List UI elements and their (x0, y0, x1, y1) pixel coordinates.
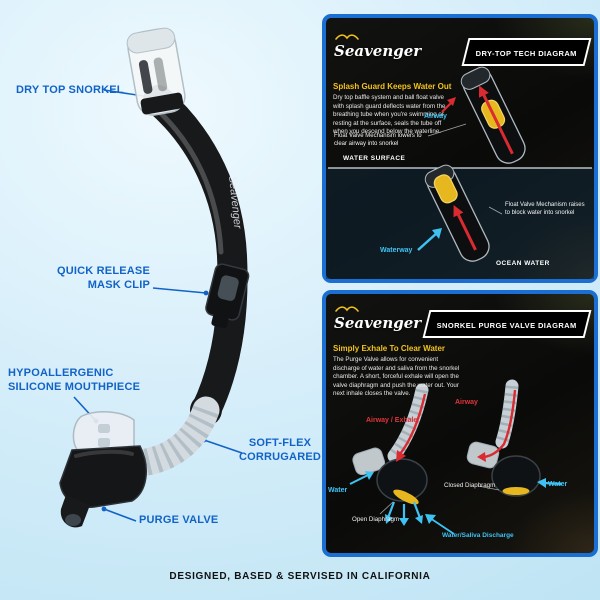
callout-soft-flex-line1: SOFT-FLEX (248, 437, 312, 449)
open-diaphragm-label: Open Diaphragm (352, 516, 400, 523)
purge-closed-diagram (466, 379, 563, 497)
callout-mask-clip-line1: QUICK RELEASE (56, 265, 150, 277)
callout-mouthpiece-line2: SILICONE MOUTHPIECE (8, 381, 141, 394)
purge-valve-panel: Seavenger SNORKEL PURGE VALVE DIAGRAM Si… (322, 290, 598, 557)
panel2-heading: Simply Exhale To Clear Water (333, 344, 446, 353)
closed-diaphragm-shape (502, 487, 530, 495)
float-raises-label: Float Valve Mechanism raises to block wa… (505, 202, 585, 216)
snorkel-top-above-water (460, 66, 526, 164)
snorkel-tube: Seavenger (143, 85, 248, 425)
seavenger-logo: Seavenger (334, 32, 421, 60)
ocean-water-label: OCEAN WATER (496, 260, 550, 267)
water-left-label: Water (328, 487, 348, 494)
waterway-arrow (417, 231, 439, 251)
snorkel-illustration: Seavenger (59, 27, 250, 528)
airway-exhale-label: Airway / Exhale (366, 417, 418, 424)
callout-mouthpiece-line1: HYPOALLERGENIC (8, 367, 114, 379)
seagull-icon (335, 306, 359, 312)
dry-top-diagram-graphics (326, 53, 594, 279)
panel2-title-badge: SNORKEL PURGE VALVE DIAGRAM (422, 310, 592, 338)
footer-text: DESIGNED, BASED & SERVISED IN CALIFORNIA (169, 571, 431, 582)
seavenger-logo-2: Seavenger (334, 304, 421, 332)
callout-soft-flex: SOFT-FLEX CORRUGARED (238, 436, 322, 465)
snorkel-top-below-water (424, 164, 490, 262)
dry-top (126, 27, 186, 116)
panel2-title: SNORKEL PURGE VALVE DIAGRAM (436, 321, 577, 330)
flex-section (117, 394, 222, 478)
panel1-title-badge: DRY-TOP TECH DIAGRAM (461, 38, 592, 66)
purge-valve-diagram-graphics (349, 379, 563, 535)
panel1-airway-label: Airway (424, 113, 447, 120)
mouthpiece (72, 411, 135, 459)
callout-mask-clip-line2: MASK CLIP (87, 279, 150, 292)
tube-brand-text: Seavenger (226, 175, 244, 230)
purge-valve (59, 445, 147, 528)
closed-diaphragm-label: Closed Diaphragm (444, 482, 496, 489)
water-right-label: Water (548, 481, 568, 488)
callout-mask-clip: QUICK RELEASE MASK CLIP (30, 264, 150, 293)
callout-dry-top-snorkel: DRY TOP SNORKEL (16, 84, 124, 96)
discharge-arrow (429, 517, 455, 535)
seagull-icon (335, 34, 359, 40)
dry-top-tech-panel: Seavenger DRY-TOP TECH DIAGRAM Splash Gu… (322, 14, 598, 283)
airway-label: Airway (455, 399, 478, 406)
waterway-label: Waterway (380, 247, 413, 254)
callout-mouthpiece: HYPOALLERGENIC SILICONE MOUTHPIECE (8, 366, 140, 395)
brand-wordmark: Seavenger (334, 42, 422, 60)
water-surface-label: WATER SURFACE (343, 155, 406, 162)
open-diaphragm-shape (393, 489, 419, 505)
panel2-body: The Purge Valve allows for convenient di… (333, 356, 460, 398)
mask-clip (205, 263, 250, 329)
panel1-body: Dry top baffle system and ball float val… (333, 94, 446, 136)
panel1-heading: Splash Guard Keeps Water Out (333, 82, 452, 91)
float-valve-raised (433, 174, 458, 204)
brand-wordmark: Seavenger (334, 314, 422, 332)
panel1-title: DRY-TOP TECH DIAGRAM (475, 49, 577, 58)
callout-purge-valve: PURGE VALVE (139, 514, 219, 526)
discharge-label: Water/Saliva Discharge (442, 532, 514, 539)
callout-soft-flex-line2: CORRUGARED (238, 451, 322, 464)
purge-open-diagram (349, 383, 429, 526)
float-lowers-label: Float Valve Mechanism lowers to clear ai… (334, 133, 422, 147)
